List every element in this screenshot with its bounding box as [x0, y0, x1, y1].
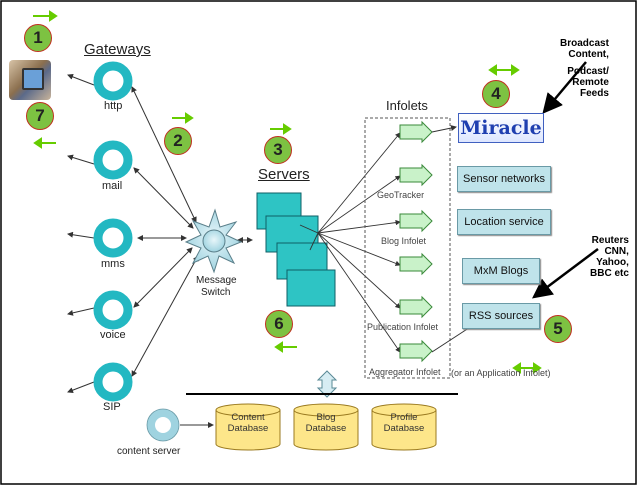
server-stack: [256, 192, 336, 307]
side-note-reuters: Reuters CNN, Yahoo, BBC etc: [590, 235, 629, 279]
side-note-broadcast-line: Remote: [572, 77, 609, 88]
gateway-rings: [93, 61, 133, 402]
step-badge-4: 4: [482, 80, 510, 108]
infolet-shapes: [399, 120, 433, 363]
infolet-container: [364, 117, 451, 379]
gateway-label-mms: mms: [101, 258, 125, 270]
db-caption: Database: [305, 423, 347, 434]
server-infolet-links: [299, 132, 401, 353]
side-note-broadcast-line: Broadcast: [560, 38, 609, 49]
gateway-label-sip: SIP: [103, 401, 121, 413]
side-note-reuters-line: BBC etc: [590, 268, 629, 279]
content-server-label: content server: [117, 446, 181, 457]
infolet-label-publication: Publication Infolet: [367, 322, 439, 332]
step-badge-7: 7: [26, 102, 54, 130]
side-note-broadcast: Broadcast Content, Podcast/ Remote Feeds: [560, 38, 609, 99]
switch-label-line2: Switch: [201, 287, 231, 298]
db-caption: Profile: [390, 412, 418, 423]
db-caption: Database: [227, 423, 269, 434]
gateway-switch-links: [131, 86, 253, 377]
step-badge-1: 1: [24, 24, 52, 52]
side-note-reuters-line: Yahoo,: [596, 257, 629, 268]
step-badge-2: 2: [164, 127, 192, 155]
infolets-heading: Infolets: [386, 98, 428, 113]
source-box-rss-sources: RSS sources: [462, 303, 540, 329]
content-server-ring: [146, 408, 214, 442]
side-note-reuters-line: CNN,: [604, 246, 629, 257]
db-caption: Blog: [316, 412, 336, 423]
source-box-location-service: Location service: [457, 209, 551, 235]
db-caption: Content: [231, 412, 265, 423]
pointer-arrows: [532, 61, 599, 299]
gateways-heading: Gateways: [84, 41, 151, 58]
step-badge-5: 5: [544, 315, 572, 343]
up-down-arrow-icon: [316, 370, 338, 398]
miracle-logo: Miracle: [458, 113, 544, 143]
source-box-mxm-blogs: MxM Blogs: [462, 258, 540, 284]
step-badge-6: 6: [265, 310, 293, 338]
switch-label-line1: Message: [196, 275, 237, 286]
step-badge-3: 3: [264, 136, 292, 164]
side-note-reuters-line: Reuters: [591, 235, 629, 246]
phone-photo-icon: [9, 60, 51, 100]
source-box-sensor-networks: Sensor networks: [457, 166, 551, 192]
servers-heading: Servers: [258, 166, 310, 183]
green-arrows-icon: [33, 10, 542, 374]
gateway-outward-arrows: [67, 73, 95, 394]
infolet-label-geotracker: GeoTracker: [377, 190, 425, 200]
side-note-broadcast-line: Feeds: [580, 88, 609, 99]
infolet-label-aggregator: Aggregator Infolet: [369, 367, 441, 377]
message-switch-star-icon: [184, 208, 243, 274]
gateway-label-voice: voice: [100, 329, 126, 341]
db-caption: Database: [383, 423, 425, 434]
gateway-label-http: http: [104, 100, 123, 112]
side-note-broadcast-line: Podcast/: [567, 66, 609, 77]
database-cylinders: [215, 403, 437, 451]
application-infolet-note: (or an Application Infolet): [451, 368, 551, 378]
side-note-broadcast-line: Content,: [568, 49, 609, 60]
infolet-label-blog: Blog Infolet: [381, 236, 427, 246]
gateway-label-mail: mail: [102, 180, 123, 192]
